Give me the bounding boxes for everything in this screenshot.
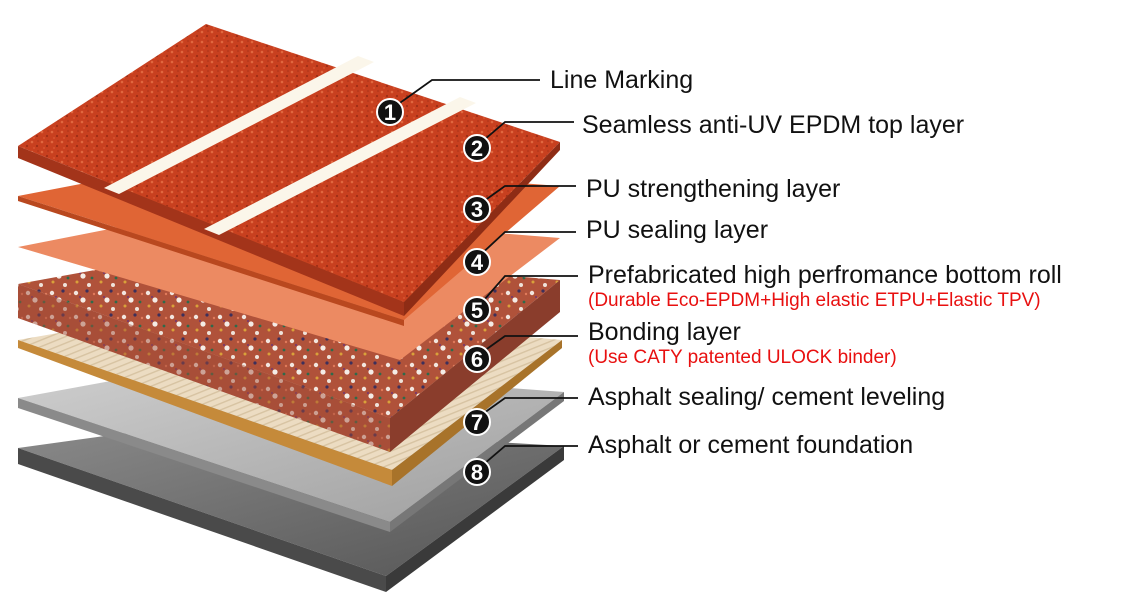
badge-4-number: 4 — [471, 250, 484, 275]
badge-8: 8 — [463, 458, 491, 486]
badge-3: 3 — [463, 195, 491, 223]
number-badges: 1 2 3 4 5 6 7 — [376, 98, 491, 486]
label-foundation: Asphalt or cement foundation — [588, 431, 914, 459]
badge-7: 7 — [463, 408, 491, 436]
badge-2-number: 2 — [471, 136, 483, 161]
badge-5-number: 5 — [471, 298, 483, 323]
note-bottom-roll: (Durable Eco-EPDM+High elastic ETPU+Elas… — [588, 290, 1041, 311]
badge-3-number: 3 — [471, 197, 483, 222]
label-pu-sealing-layer: PU sealing layer — [586, 216, 769, 244]
badge-8-number: 8 — [471, 460, 483, 485]
badge-6-number: 6 — [471, 347, 483, 372]
badge-7-number: 7 — [471, 410, 483, 435]
label-line-marking: Line Marking — [550, 66, 694, 94]
badge-4: 4 — [463, 248, 491, 276]
label-cement-leveling: Asphalt sealing/ cement leveling — [588, 383, 946, 411]
badge-1: 1 — [376, 98, 404, 126]
label-bottom-roll: Prefabricated high perfromance bottom ro… — [588, 261, 1062, 289]
note-bonding-layer: (Use CATY patented ULOCK binder) — [588, 347, 897, 368]
layer-line-marking — [104, 56, 476, 235]
label-epdm-top-layer: Seamless anti-UV EPDM top layer — [582, 111, 965, 139]
label-pu-strengthening-layer: PU strengthening layer — [586, 175, 841, 203]
badge-2: 2 — [463, 134, 491, 162]
label-bonding-layer: Bonding layer — [588, 318, 741, 346]
badge-6: 6 — [463, 345, 491, 373]
badge-5: 5 — [463, 296, 491, 324]
badge-1-number: 1 — [384, 100, 396, 125]
